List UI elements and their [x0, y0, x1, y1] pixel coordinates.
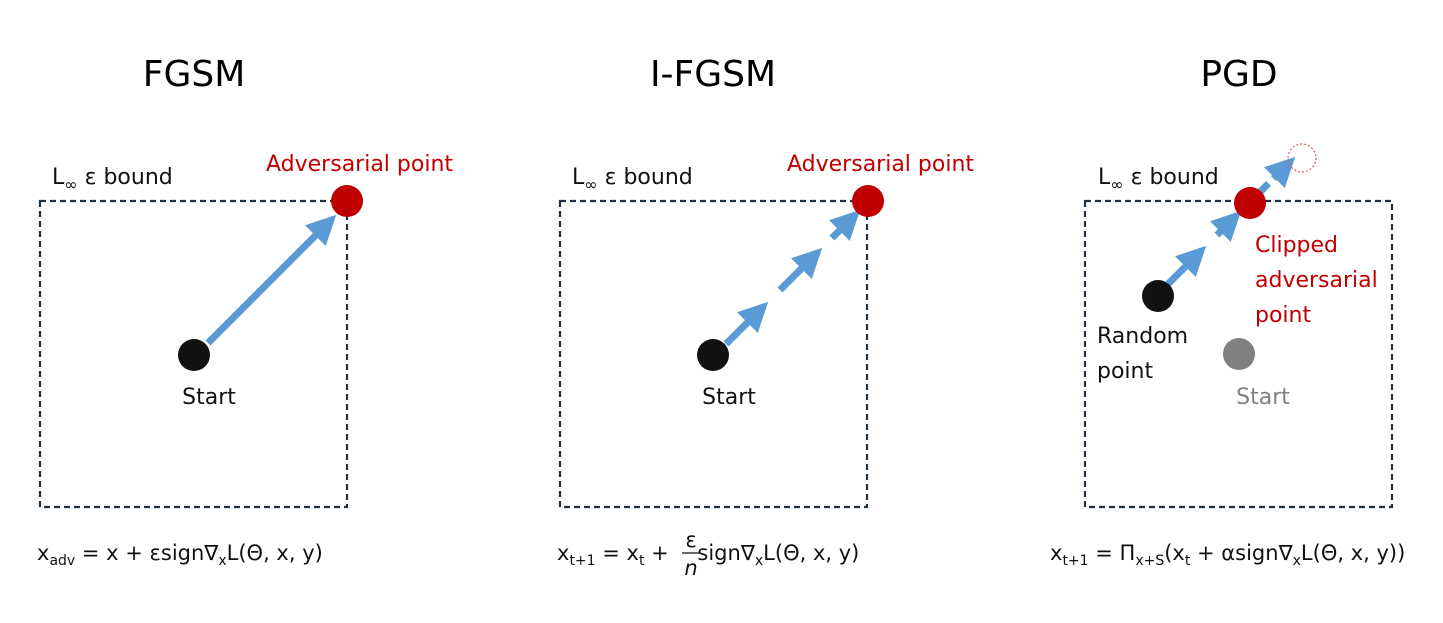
start-point [178, 339, 210, 371]
panel-ifgsm: I-FGSM L∞ ε bound Adversarial point Star… [557, 54, 974, 580]
fraction-denominator: n [684, 556, 697, 580]
equation: xt+1 = Πx+S(xt + αsign∇xL(Θ, x, y)) [1050, 541, 1405, 569]
clipped-label-line1: Clipped [1255, 233, 1338, 258]
clipped-adversarial-point [1234, 187, 1266, 219]
eq-lhs-sub: t+1 [569, 553, 595, 569]
eq-lhs: x [1050, 541, 1062, 565]
random-label-line2: point [1097, 359, 1153, 384]
eq-sub: t [639, 553, 645, 569]
adversarial-point-label: Adversarial point [787, 152, 974, 177]
eq-part: + αsign∇ [1190, 541, 1293, 565]
eq-part: = Π [1089, 541, 1136, 565]
step-arrow-3 [828, 209, 861, 242]
bound-label-main: L [572, 165, 585, 190]
epsilon-bound-box [558, 199, 869, 509]
gradient-arrow [205, 214, 337, 346]
step-arrow-1 [723, 301, 769, 347]
eq-sub: x [218, 553, 226, 569]
bound-label-main: L [52, 165, 65, 190]
bound-label: L∞ ε bound [572, 165, 693, 194]
start-label: Start [182, 385, 236, 410]
eq-lhs: x [557, 541, 569, 565]
bound-label-rest: ε bound [1124, 165, 1219, 190]
bound-label-main: L [1098, 165, 1111, 190]
eq-lhs-sub: adv [49, 553, 75, 569]
bound-label-sub: ∞ [64, 175, 77, 194]
projected-step-arrow [1257, 156, 1296, 195]
eq-lhs-sub: t+1 [1062, 553, 1088, 569]
eq-sub: t [1185, 553, 1191, 569]
unclipped-point-outline [1287, 143, 1317, 173]
adversarial-point-label: Adversarial point [266, 152, 453, 177]
clipped-label-line2: adversarial [1255, 268, 1378, 293]
panel-title: I-FGSM [650, 54, 776, 95]
adversarial-point [852, 185, 884, 217]
start-point [1223, 338, 1255, 370]
panel-title: FGSM [143, 54, 246, 95]
panel-pgd: PGD L∞ ε bound Clipped adversarial point… [1050, 54, 1405, 569]
equation: xt+1 = xt + sign∇xL(Θ, x, y) [557, 541, 859, 569]
random-point [1142, 280, 1174, 312]
panel-title: PGD [1200, 54, 1277, 95]
adversarial-point [331, 185, 363, 217]
epsilon-bound-box [38, 199, 349, 509]
bound-label-rest: ε bound [598, 165, 693, 190]
eq-part: L(Θ, x, y)) [1301, 541, 1405, 565]
eq-sub: x [1293, 553, 1301, 569]
start-label: Start [1236, 385, 1290, 410]
eq-part: = x + εsign∇ [75, 541, 219, 565]
bound-label-sub: ∞ [584, 175, 597, 194]
panel-fgsm: FGSM L∞ ε bound Adversarial point Start … [37, 54, 453, 569]
equation: xadv = x + εsign∇xL(Θ, x, y) [37, 541, 323, 569]
eq-part: (x [1164, 541, 1185, 565]
bound-label: L∞ ε bound [52, 165, 173, 194]
start-point [697, 339, 729, 371]
bound-label: L∞ ε bound [1098, 165, 1219, 194]
eq-part: = x [596, 541, 639, 565]
bound-label-rest: ε bound [78, 165, 173, 190]
eq-part: L(Θ, x, y) [227, 541, 323, 565]
fraction-numerator: ε [685, 528, 696, 552]
bound-label-sub: ∞ [1110, 175, 1123, 194]
eq-sub: x+S [1135, 553, 1164, 569]
step-arrow-2 [777, 247, 823, 293]
start-label: Start [702, 385, 756, 410]
eq-part: + [644, 541, 675, 565]
eq-lhs: x [37, 541, 49, 565]
clipped-label-line3: point [1255, 303, 1311, 328]
random-label-line1: Random [1097, 324, 1188, 349]
eq-part: L(Θ, x, y) [763, 541, 859, 565]
eq-sub: x [755, 553, 763, 569]
step-arrow-2 [1209, 210, 1242, 243]
step-arrow-1 [1165, 245, 1207, 287]
eq-part: sign∇ [697, 541, 755, 565]
